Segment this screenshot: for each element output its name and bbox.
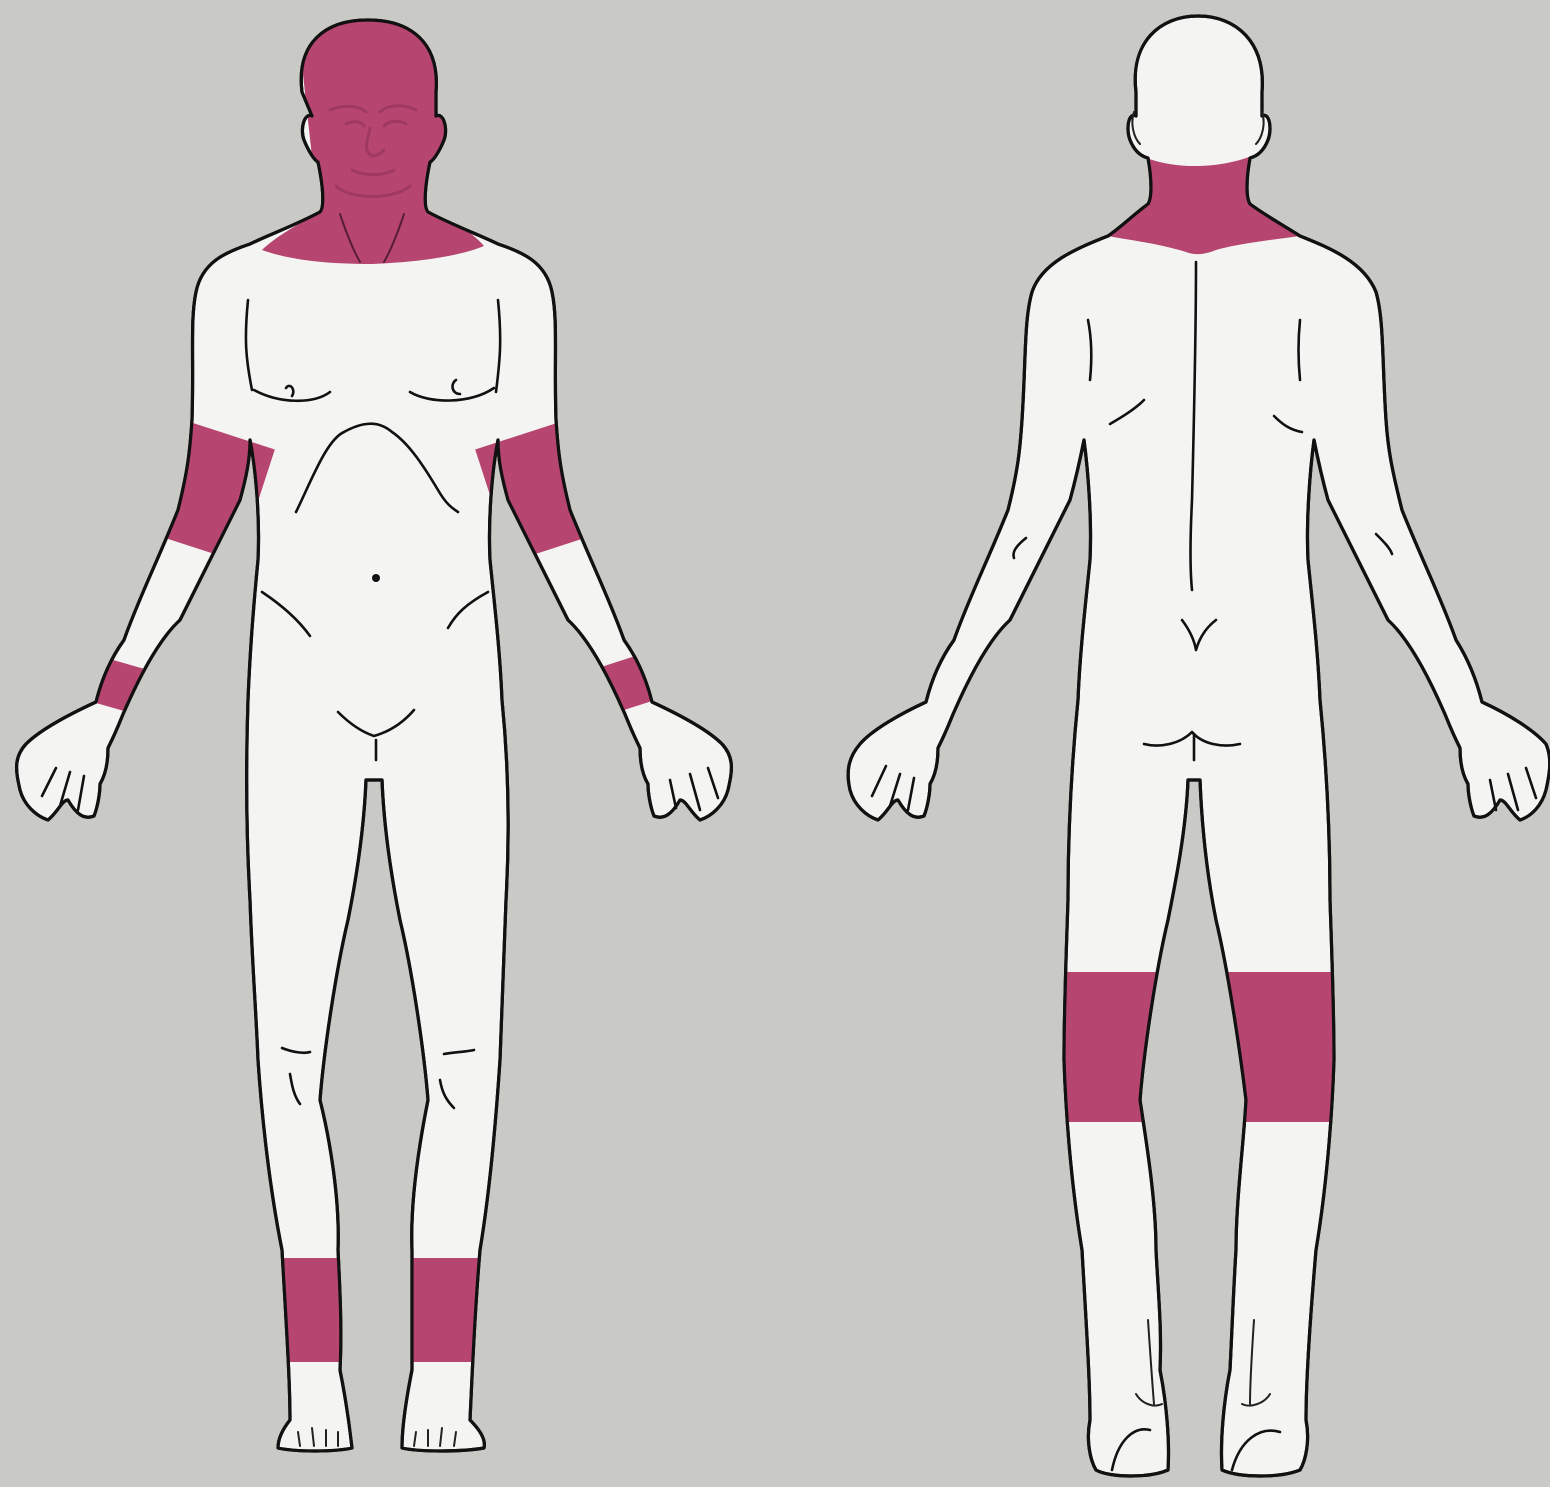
front-navel	[372, 574, 380, 582]
front-view	[17, 10, 732, 1451]
highlight-left-knee-back	[1226, 972, 1342, 1122]
highlight-left-ankle	[400, 1258, 510, 1362]
highlight-nape-neck	[1108, 156, 1300, 254]
highlight-right-knee-back	[1060, 972, 1182, 1122]
back-view	[848, 16, 1550, 1476]
highlight-right-ankle	[260, 1258, 370, 1362]
